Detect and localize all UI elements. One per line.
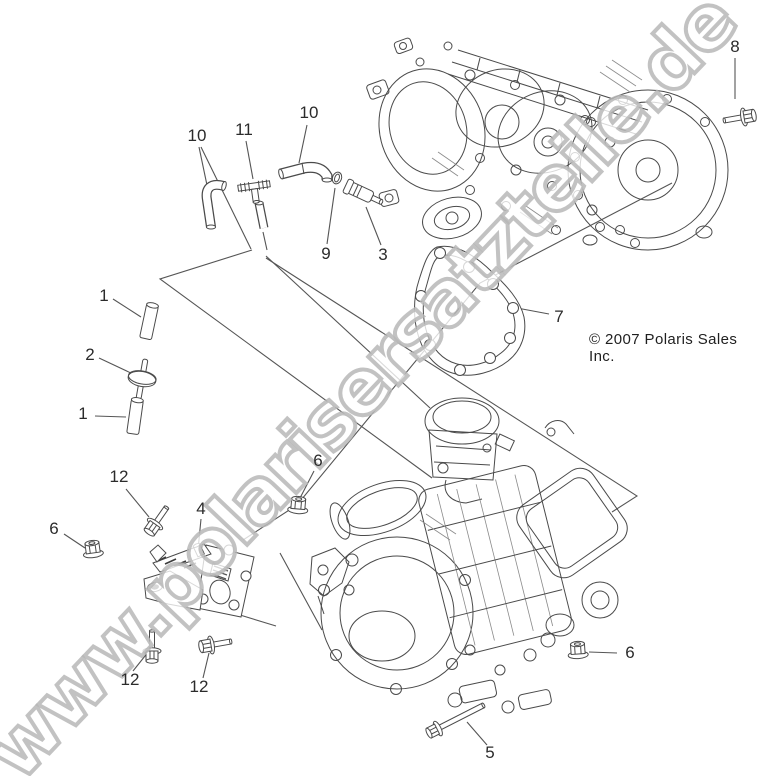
- callout-3-label: 3: [378, 245, 388, 264]
- callout-1a-label: 1: [99, 286, 109, 305]
- callout-5-label: 5: [485, 743, 495, 762]
- bracket-drawing: [143, 542, 255, 618]
- callout-9-label: 9: [321, 244, 331, 263]
- nut-part-6a: [81, 538, 105, 560]
- callout-12c-label: 12: [189, 677, 209, 696]
- callout-6a-label: 6: [49, 519, 59, 538]
- hose-part-10c: [254, 200, 269, 229]
- hose-part-10a: [201, 179, 227, 230]
- callout-10a-label: 10: [187, 126, 207, 145]
- copyright-text: © 2007 Polaris Sales Inc.: [589, 331, 738, 365]
- gearcase-drawing: [366, 37, 729, 251]
- callout-12b-label: 12: [120, 670, 140, 689]
- callout-10b-label: 10: [299, 103, 319, 122]
- tube-part-1a: [139, 302, 159, 341]
- bolt-part-12a: [140, 501, 175, 540]
- engine-drawing: [309, 397, 628, 714]
- callout-8-label: 8: [730, 37, 740, 56]
- grommet-part-2: [127, 358, 157, 400]
- callout-1b-label: 1: [78, 404, 88, 423]
- hose-part-10b: [278, 161, 333, 183]
- callout-2-label: 2: [85, 345, 95, 364]
- bolt-part-5: [425, 702, 486, 739]
- gasket-drawing: [414, 245, 526, 376]
- fitting-part-3: [342, 178, 384, 205]
- tee-fitting-part-11: [237, 179, 271, 204]
- tube-part-1b: [126, 397, 144, 435]
- bolt-part-12b: [142, 629, 162, 664]
- callout-4-label: 4: [196, 499, 206, 518]
- fasteners-drawing: [81, 105, 759, 739]
- callout-7-label: 7: [554, 307, 564, 326]
- clamp-part-9: [331, 171, 343, 185]
- bolt-part-8: [721, 105, 759, 131]
- leader-lines: [63, 58, 736, 746]
- nut-part-6b: [286, 495, 310, 515]
- nut-part-6c: [566, 640, 589, 660]
- callout-6b-label: 6: [313, 451, 323, 470]
- callout-11-label: 11: [235, 120, 253, 139]
- bolt-part-12c: [196, 631, 234, 657]
- callout-6c-label: 6: [625, 643, 635, 662]
- callout-12a-label: 12: [109, 467, 129, 486]
